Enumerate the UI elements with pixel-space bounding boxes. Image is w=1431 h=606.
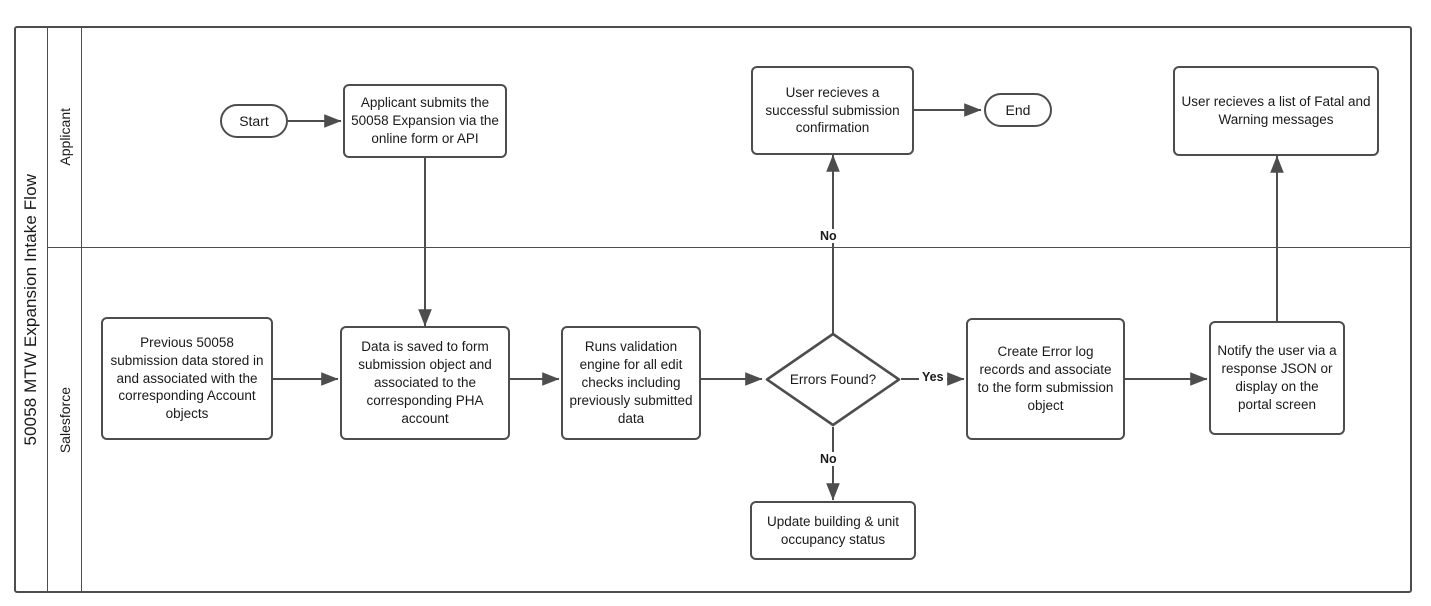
node-update-occupancy[interactable]: Update building & unit occupancy status	[750, 501, 916, 560]
node-fatal-warning-list[interactable]: User recieves a list of Fatal and Warnin…	[1173, 66, 1379, 156]
node-create-error-log[interactable]: Create Error log records and associate t…	[966, 318, 1125, 440]
node-end[interactable]: End	[984, 93, 1052, 127]
lane-label-applicant: Applicant	[48, 26, 82, 247]
edge-label-no-up: No	[817, 229, 840, 243]
node-errors-found-label: Errors Found?	[789, 371, 877, 387]
edge-label-yes: Yes	[919, 370, 947, 384]
node-validation-engine[interactable]: Runs validation engine for all edit chec…	[561, 326, 701, 440]
lane-label-salesforce-text: Salesforce	[56, 386, 73, 454]
lane-label-applicant-text: Applicant	[56, 107, 73, 166]
node-submission-confirmation[interactable]: User recieves a successful submission co…	[751, 66, 914, 155]
pool-title: 50058 MTW Expansion Intake Flow	[14, 26, 48, 593]
edge-label-no-down: No	[817, 452, 840, 466]
pool-title-text: 50058 MTW Expansion Intake Flow	[20, 173, 40, 446]
lane-divider	[48, 247, 1412, 248]
node-previous-submission-data[interactable]: Previous 50058 submission data stored in…	[101, 317, 273, 440]
node-applicant-submits[interactable]: Applicant submits the 50058 Expansion vi…	[343, 84, 507, 158]
node-start[interactable]: Start	[220, 104, 288, 138]
node-errors-found-decision[interactable]: Errors Found?	[765, 332, 901, 427]
node-notify-user[interactable]: Notify the user via a response JSON or d…	[1209, 321, 1345, 435]
diamond-shape-icon	[765, 332, 901, 427]
lane-label-salesforce: Salesforce	[48, 247, 82, 593]
node-data-saved[interactable]: Data is saved to form submission object …	[340, 326, 510, 440]
